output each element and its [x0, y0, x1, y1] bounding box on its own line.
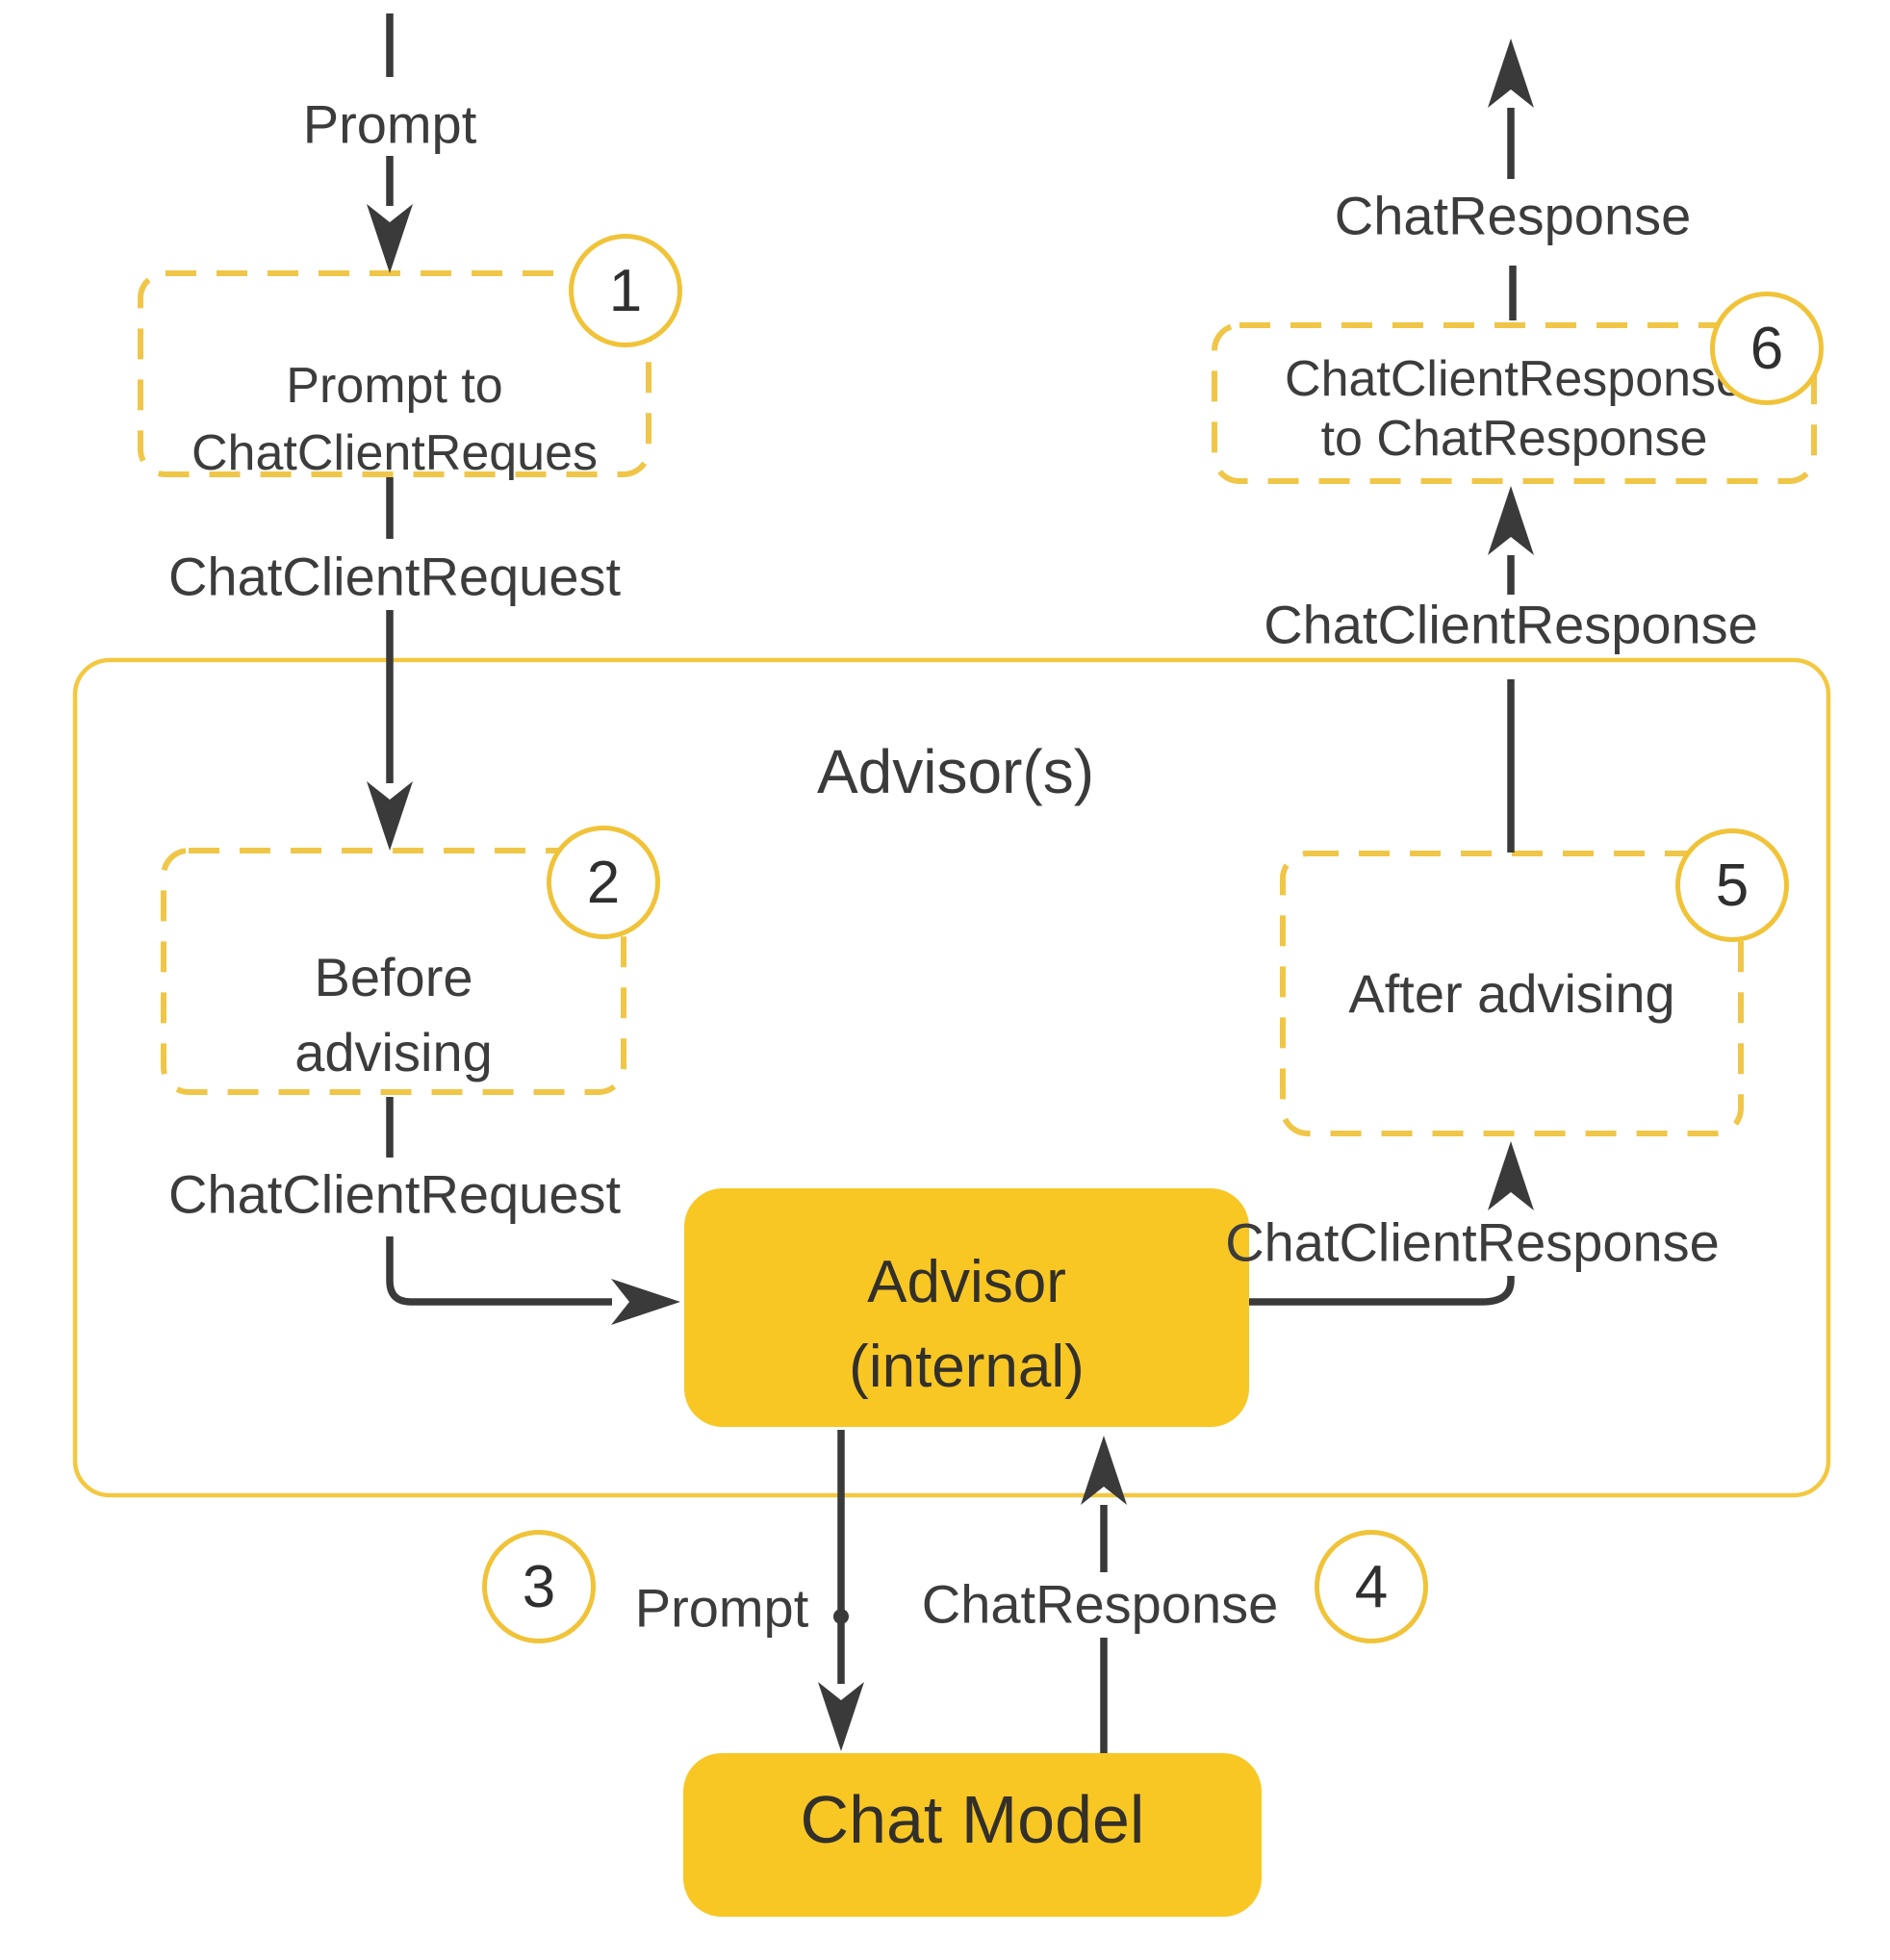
advisors-container-border	[72, 657, 1831, 1498]
step5-box-border	[1280, 851, 1744, 1136]
step5-box-label: After advising	[1348, 963, 1675, 1024]
edge-label-chatclientresponse-outer: ChatClientResponse	[1264, 594, 1758, 655]
chat-model-label: Chat Model	[800, 1782, 1145, 1857]
arrowhead-up-icon	[1081, 1436, 1127, 1505]
advisor-internal-node: Advisor (internal)	[684, 1188, 1249, 1427]
arrowhead-right-icon	[611, 1279, 680, 1325]
step6-box-label: ChatClientResponse to ChatResponse	[1285, 351, 1744, 467]
arrowhead-up-icon	[1488, 1141, 1534, 1210]
edge-label-chatclientrequest-inner: ChatClientRequest	[167, 1163, 622, 1225]
arrowhead-up-icon	[1488, 38, 1534, 108]
step-badge-4: 4	[1315, 1530, 1428, 1643]
ccrequest-inner-elbow	[386, 1236, 612, 1306]
edge-label-prompt-in: Prompt	[302, 93, 477, 155]
edge-label-chatresponse-from-model: ChatResponse	[921, 1573, 1279, 1635]
step-badge-1: 1	[569, 234, 682, 347]
arrowhead-down-icon	[818, 1682, 864, 1751]
edge-label-chatresponse-out: ChatResponse	[1334, 185, 1692, 246]
edge-label-prompt-to-model: Prompt	[634, 1577, 809, 1639]
step-badge-6: 6	[1710, 292, 1824, 405]
step-badge-3: 3	[482, 1530, 596, 1643]
advisors-container-title: Advisor(s)	[816, 737, 1095, 806]
arrowhead-down-icon	[367, 781, 413, 851]
step1-box-border	[138, 270, 651, 477]
step6-box-border	[1212, 322, 1817, 484]
advisor-internal-label: Advisor (internal)	[849, 1249, 1085, 1400]
arrowhead-down-icon	[367, 204, 413, 273]
arrowhead-up-icon	[1488, 486, 1534, 555]
chat-model-node: Chat Model	[683, 1753, 1262, 1917]
step1-box-label: Prompt to ChatClientReques	[191, 358, 599, 481]
step-badge-5: 5	[1675, 828, 1789, 942]
edge-label-chatclientrequest-outer: ChatClientRequest	[167, 546, 622, 607]
step-badge-2: 2	[547, 826, 660, 939]
ccresponse-inner-elbow	[1249, 1276, 1515, 1306]
step2-box-label: Before advising	[294, 947, 493, 1082]
edge-label-chatclientresponse-inner: ChatClientResponse	[1225, 1211, 1720, 1273]
line-dot-icon	[833, 1609, 849, 1624]
step2-box-border	[161, 848, 626, 1095]
